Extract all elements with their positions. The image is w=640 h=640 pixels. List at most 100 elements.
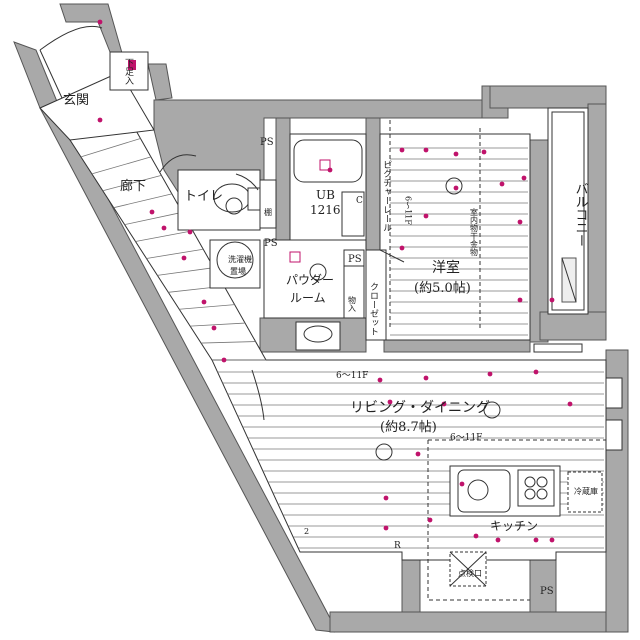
- floor-line: [80, 138, 141, 158]
- fixture-dot: [399, 147, 405, 153]
- closet: [343, 249, 387, 341]
- fixture-dot: [533, 369, 539, 375]
- fixture-dot: [499, 181, 505, 187]
- fixture-dot: [97, 117, 103, 123]
- label-youshitsu-size: (約5.0帖): [414, 281, 471, 296]
- label-powder-1: パウダー: [286, 272, 334, 287]
- fixture-dot: [459, 481, 465, 487]
- label-range-top: 6～11F: [404, 196, 413, 225]
- fixture-dot: [533, 537, 539, 543]
- fixture-dot: [201, 299, 207, 305]
- floor-line: [91, 156, 152, 175]
- label-picture-rail: ピクチャーレール: [381, 160, 392, 232]
- label-kitchen: キッチン: [490, 519, 538, 533]
- label-hatch: 点検口: [458, 568, 482, 578]
- fixture-dot: [517, 219, 523, 225]
- floor-line: [157, 267, 214, 276]
- fixture-dot: [211, 325, 217, 331]
- unit-bath: [289, 133, 367, 241]
- fixture-dot: [441, 401, 447, 407]
- floor-line: [201, 341, 256, 344]
- fixture-dot: [481, 149, 487, 155]
- ceiling-light: [445, 177, 463, 195]
- fixture-dots: [97, 19, 573, 543]
- label-r-mark: R: [394, 541, 401, 551]
- fixture-dot: [549, 297, 555, 303]
- fixture-dot: [453, 151, 459, 157]
- floor-line: [102, 174, 162, 192]
- fixture-dot: [473, 533, 479, 539]
- ceiling-light: [309, 263, 327, 281]
- fixture-dot: [377, 377, 383, 383]
- fixture-dot: [423, 375, 429, 381]
- fixture-dot: [415, 451, 421, 457]
- floor-line: [124, 211, 183, 226]
- fixture-dot: [567, 401, 573, 407]
- label-ps-powder: PS: [348, 254, 362, 265]
- label-balcony-text: バルコニー: [573, 182, 589, 247]
- toilet-room: [177, 169, 277, 231]
- label-two-mark: 2: [304, 527, 309, 536]
- fixture-dot: [161, 225, 167, 231]
- label-living-size: (約8.7帖): [380, 420, 437, 435]
- fixture-dot: [383, 495, 389, 501]
- fixture-dot: [399, 245, 405, 251]
- fixture-dot: [453, 185, 459, 191]
- fixture-dot: [487, 371, 493, 377]
- ceiling-light: [483, 401, 501, 419]
- floor-line: [135, 230, 193, 242]
- label-wash-b: 置場: [230, 266, 246, 276]
- fixture-dot: [383, 525, 389, 531]
- label-fridge: 冷蔵庫: [574, 486, 598, 496]
- label-wash-a: 洗濯機: [228, 254, 252, 264]
- label-storage: 物入: [348, 295, 357, 312]
- label-genkan: 玄関: [63, 93, 89, 108]
- fixture-dot: [423, 213, 429, 219]
- fixture-dot: [149, 209, 155, 215]
- label-powder-2: ルーム: [290, 291, 326, 305]
- floor-line: [190, 322, 246, 327]
- fixture-dot: [423, 147, 429, 153]
- label-ub: UB: [316, 188, 335, 202]
- label-ps-top: PS: [260, 137, 274, 148]
- ceiling-light: [225, 197, 243, 215]
- label-range-kitchen: 6～11F: [450, 433, 482, 443]
- western-room-floor: [379, 133, 531, 341]
- label-living: リビング・ダイニング: [350, 400, 490, 416]
- doors: [159, 154, 405, 421]
- label-range-living: 6～11F: [336, 371, 368, 381]
- label-ps-mid: PS: [264, 238, 278, 249]
- windows: [533, 343, 623, 451]
- balcony: [547, 107, 589, 315]
- fixture-dot: [495, 537, 501, 543]
- floor-line: [146, 248, 204, 259]
- fixture-dot: [517, 297, 523, 303]
- entrance: [39, 25, 155, 141]
- fixture-dot: [549, 537, 555, 543]
- label-ub-size: 1216: [310, 203, 341, 217]
- fixture-dot: [327, 167, 333, 173]
- label-shoe-box: 下足入: [123, 58, 134, 85]
- label-storage-a: 棚: [264, 207, 273, 217]
- fixture-dot: [97, 19, 103, 25]
- label-toilet: トイレ: [184, 189, 223, 204]
- label-balcony: バルコニー: [573, 182, 589, 247]
- fixture-dot: [181, 255, 187, 261]
- floor-line: [179, 304, 235, 310]
- label-ps-bottom: PS: [540, 586, 554, 597]
- western-room-ceiling-line: [389, 120, 481, 330]
- kitchen: [449, 465, 603, 587]
- fixture-dot: [521, 175, 527, 181]
- label-rouka: 廊下: [120, 178, 146, 194]
- fixture-dot: [427, 517, 433, 523]
- ceiling-light: [375, 443, 393, 461]
- label-closet: クローゼット: [368, 282, 379, 336]
- fixture-dot: [387, 399, 393, 405]
- fixture-dot: [221, 357, 227, 363]
- fixture-dot: [187, 229, 193, 235]
- kitchen-ceiling-line: [427, 439, 606, 601]
- floor-line: [113, 193, 172, 209]
- label-youshitsu: 洋室: [432, 259, 460, 276]
- label-indoor-dry: 室内物干金物: [470, 207, 479, 257]
